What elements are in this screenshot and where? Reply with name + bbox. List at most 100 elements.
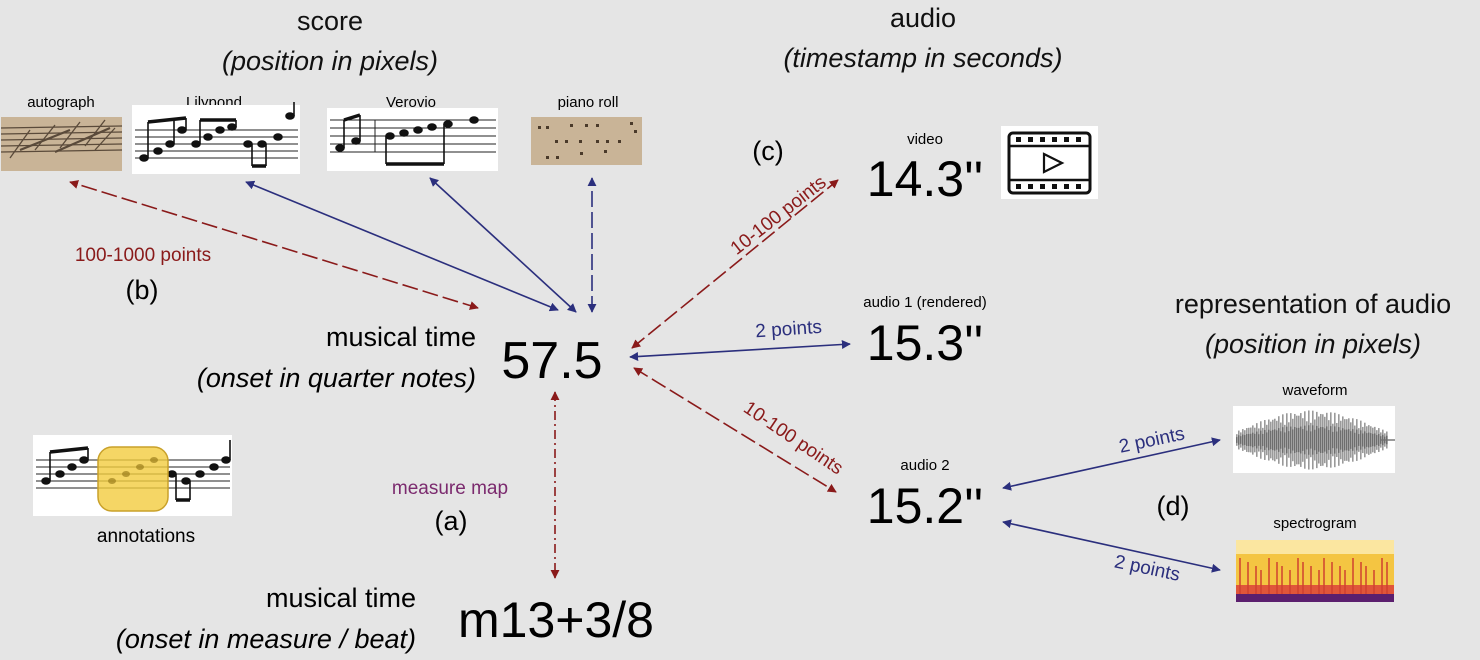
waveform-bar-inner [1252,432,1254,448]
waveform-bar-inner [1352,429,1354,451]
waveform-bar-inner [1266,432,1268,448]
waveform-bar-inner [1384,436,1386,444]
waveform-bar-inner [1376,435,1378,445]
waveform-bar-inner [1242,434,1244,446]
waveform-image [1233,406,1395,473]
piano-roll-image [531,117,642,165]
waveform-bar-inner [1284,432,1286,448]
waveform-label: waveform [1281,382,1347,399]
waveform-bar-inner [1338,427,1340,453]
autograph-points-label: 100-1000 points [75,245,211,266]
center-label: musical time [326,322,476,352]
waveform-bar-inner [1346,429,1348,451]
waveform-bar-inner [1314,429,1316,451]
waveform-bar-inner [1288,431,1290,449]
waveform-bar-inner [1356,429,1358,451]
waveform-bar-inner [1326,426,1328,454]
waveform-bar-inner [1298,427,1300,453]
waveform-bar-inner [1316,425,1318,455]
autograph-label: autograph [27,94,95,111]
center-value: 57.5 [501,332,602,390]
waveform-bar-inner [1386,435,1388,445]
waveform-bar-inner [1310,431,1312,449]
verovio-image [327,108,498,171]
waveform-bar-inner [1360,430,1362,450]
waveform-bar-inner [1332,431,1334,449]
waveform-bar-inner [1318,428,1320,452]
audio1-label: audio 1 (rendered) [863,294,986,311]
repr-heading: representation of audio [1175,289,1451,319]
measure-value: m13+3/8 [458,592,654,648]
waveform-bar-inner [1272,429,1274,451]
autograph-image [0,117,123,171]
play-icon [1042,152,1065,174]
waveform-bar-inner [1274,429,1276,451]
waveform-bar-inner [1358,434,1360,446]
waveform-bar-inner [1324,428,1326,452]
waveform-bar-inner [1354,432,1356,448]
center-sublabel: (onset in quarter notes) [197,363,476,393]
waveform-bar-inner [1364,431,1366,449]
score-subheading: (position in pixels) [222,46,438,76]
waveform-bar-inner [1378,434,1380,446]
waveform-bar-inner [1350,431,1352,449]
waveform-bar-inner [1302,429,1304,451]
waveform-bar-inner [1372,433,1374,447]
waveform-bar-inner [1336,431,1338,449]
waveform-bar-inner [1244,435,1246,445]
waveform-bar-inner [1366,433,1368,447]
waveform-bar-inner [1256,431,1258,449]
measure-map-label: measure map [392,478,508,499]
waveform-bar-inner [1240,436,1242,444]
waveform-bar-inner [1290,426,1292,454]
waveform-bar-inner [1280,431,1282,449]
waveform-bar-inner [1278,428,1280,452]
waveform-bar-inner [1374,433,1376,447]
film-icon [1001,126,1098,199]
arrow-audio2 [633,367,837,493]
waveform-bar-inner [1260,430,1262,450]
waveform-bar-inner [1264,430,1266,450]
arrow-waveform [1002,437,1221,491]
audio-subheading: (timestamp in seconds) [783,43,1062,73]
waveform-bar-inner [1258,434,1260,446]
waveform-bar-inner [1286,426,1288,454]
arrow-audio1 [629,339,851,362]
waveform-bar-inner [1246,434,1248,446]
waveform-bar-inner [1380,436,1382,444]
audio2-label: audio 2 [900,457,949,474]
waveform-bar-inner [1268,429,1270,451]
arrow-verovio [429,177,577,313]
waveform-bar-inner [1362,433,1364,447]
waveform-bar-inner [1320,426,1322,454]
waveform-bar-inner [1248,433,1250,447]
lilypond-image [132,102,300,174]
piano-roll-label: piano roll [558,94,619,111]
waveform-bar-inner [1334,426,1336,454]
arrow-spectrogram [1002,519,1221,573]
annotations-label: annotations [97,526,195,547]
waveform-bar-inner [1282,427,1284,453]
score-heading: score [297,6,363,36]
waveform-bar-inner [1236,437,1238,443]
waveform-bar-inner [1294,426,1296,454]
waveform-bar-inner [1270,430,1272,450]
arrow-video [631,179,839,349]
spectrogram-points-label: 2 points [1112,551,1181,585]
spectrogram-label: spectrogram [1273,515,1356,532]
audio1-points-label: 2 points [755,317,823,343]
waveform-bar-inner [1330,426,1332,454]
audio2-value: 15.2'' [867,478,983,534]
spectrogram-image [1236,540,1394,602]
audio-heading: audio [890,3,956,33]
waveform-bar-inner [1306,430,1308,450]
waveform-bar-inner [1262,433,1264,447]
tag-a: (a) [435,506,468,536]
waveform-bar-inner [1348,429,1350,451]
waveform-bar-inner [1296,427,1298,453]
waveform-bar-inner [1308,425,1310,455]
arrow-lilypond [245,180,559,312]
annotations-image [33,435,232,516]
measure-sublabel: (onset in measure / beat) [116,624,416,654]
